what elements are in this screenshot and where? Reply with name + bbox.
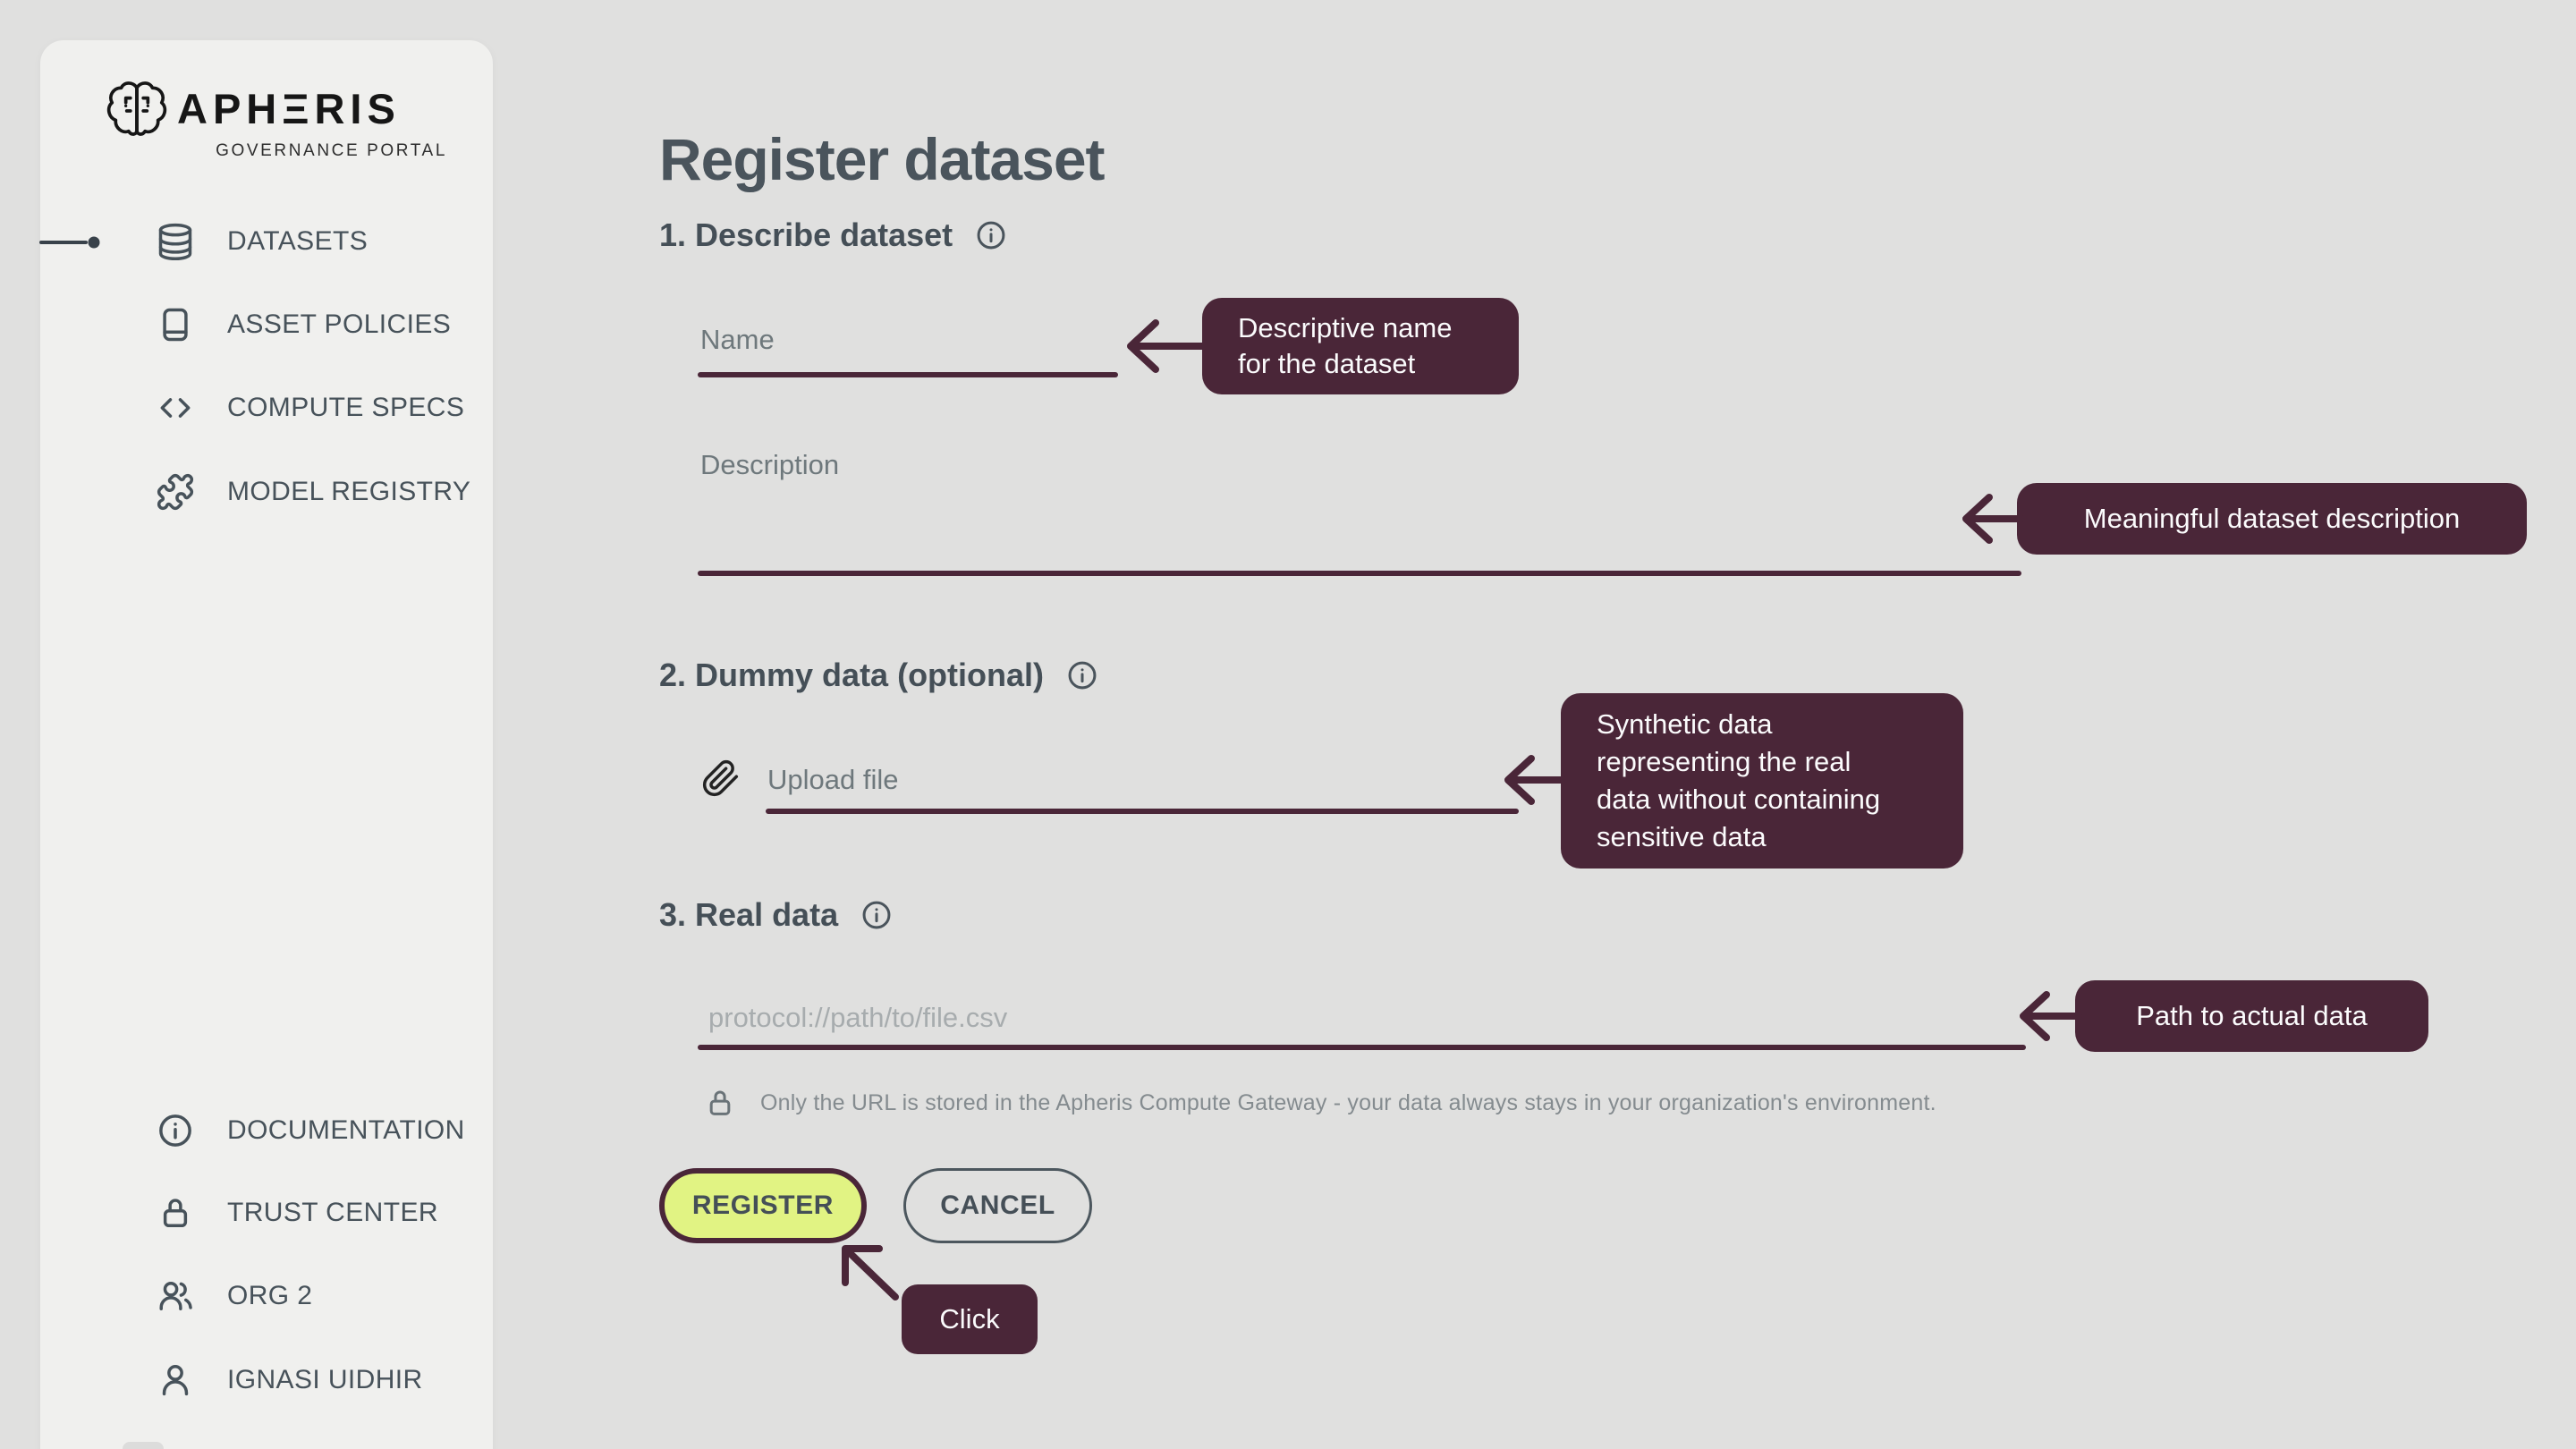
arrow-up-left-icon <box>842 1245 899 1301</box>
lock-icon <box>163 1199 188 1228</box>
sidebar-item-org-2[interactable]: ORG 2 <box>156 1269 312 1323</box>
partial-icon <box>123 1442 164 1449</box>
arrow-left-icon <box>2020 991 2082 1041</box>
paperclip-icon <box>702 759 739 797</box>
section-heading-real-data: 3. Real data <box>659 894 894 936</box>
sidebar-item-model-registry[interactable]: MODEL REGISTRY <box>156 465 470 519</box>
info-circle-icon[interactable] <box>1065 658 1099 692</box>
description-field-underline <box>698 571 2021 576</box>
info-circle-icon[interactable] <box>860 898 894 932</box>
arrow-left-icon <box>1962 494 2025 544</box>
real-data-path-input[interactable] <box>698 995 2026 1041</box>
name-field-label: Name <box>700 324 775 355</box>
section-heading-label: 2. Dummy data (optional) <box>659 657 1045 693</box>
section-heading-label: 1. Describe dataset <box>659 216 953 253</box>
tooltip-name: Descriptive name for the dataset <box>1202 298 1519 394</box>
code-icon <box>160 398 191 418</box>
section-heading-label: 3. Real data <box>659 896 839 933</box>
tooltip-click: Click <box>902 1284 1038 1354</box>
arrow-left-icon <box>1127 319 1208 373</box>
sidebar-item-user[interactable]: IGNASI UIDHIR <box>156 1353 423 1407</box>
cancel-button[interactable]: CANCEL <box>903 1168 1092 1243</box>
upload-file-label: Upload file <box>767 764 899 795</box>
real-data-underline <box>698 1045 2026 1050</box>
description-field-label: Description <box>700 449 840 480</box>
users-icon <box>159 1281 192 1311</box>
brand-logo: APHΞRIS GOVERNANCE PORTAL <box>104 77 453 175</box>
book-icon <box>163 308 188 342</box>
user-icon <box>162 1365 189 1396</box>
privacy-note-text: Only the URL is stored in the Apheris Co… <box>760 1089 1936 1115</box>
info-circle-icon[interactable] <box>974 218 1008 252</box>
name-field-underline <box>698 372 1118 377</box>
tooltip-real-data: Path to actual data <box>2075 980 2428 1052</box>
sidebar-item-label: ASSET POLICIES <box>227 309 452 339</box>
sidebar-item-label: ORG 2 <box>227 1281 313 1310</box>
sidebar-item-compute-specs[interactable]: COMPUTE SPECS <box>156 381 464 435</box>
arrow-left-icon <box>1504 755 1567 805</box>
tooltip-dummy-data: Synthetic data representing the real dat… <box>1561 693 1963 869</box>
brand-subtitle: GOVERNANCE PORTAL <box>216 141 447 160</box>
privacy-note: Only the URL is stored in the Apheris Co… <box>703 1086 1936 1120</box>
name-field[interactable]: Name <box>698 320 1118 377</box>
page-title: Register dataset <box>659 126 1106 193</box>
database-icon <box>158 223 192 260</box>
real-data-path-field[interactable] <box>698 995 2026 1050</box>
info-circle-icon <box>159 1114 191 1147</box>
sidebar-item-label: DOCUMENTATION <box>227 1115 465 1145</box>
sidebar-item-trust-center[interactable]: TRUST CENTER <box>156 1186 438 1240</box>
section-heading-dummy-data: 2. Dummy data (optional) <box>659 655 1099 696</box>
brand-wordmark: APHΞRIS <box>177 85 401 132</box>
register-button[interactable]: REGISTER <box>659 1168 867 1243</box>
sidebar-item-label: TRUST CENTER <box>227 1198 438 1227</box>
sidebar-item-label: MODEL REGISTRY <box>227 477 471 506</box>
sidebar-item-documentation[interactable]: DOCUMENTATION <box>156 1104 465 1157</box>
tooltip-description: Meaningful dataset description <box>2017 483 2527 555</box>
sidebar-item-label: DATASETS <box>227 226 369 256</box>
puzzle-icon <box>157 473 194 511</box>
lock-icon <box>709 1090 731 1115</box>
upload-file-control[interactable]: Upload file <box>698 755 1519 814</box>
sidebar-item-asset-policies[interactable]: ASSET POLICIES <box>156 298 451 352</box>
sidebar-item-label: COMPUTE SPECS <box>227 393 465 422</box>
section-heading-describe-dataset: 1. Describe dataset <box>659 215 1008 256</box>
brain-logo-icon <box>106 81 167 136</box>
upload-file-underline <box>766 809 1519 814</box>
sidebar-item-datasets[interactable]: DATASETS <box>156 215 368 268</box>
sidebar: APHΞRIS GOVERNANCE PORTAL DATASETS ASSET… <box>40 40 493 1449</box>
description-field[interactable]: Description <box>698 445 2021 576</box>
sidebar-item-label: IGNASI UIDHIR <box>227 1365 423 1394</box>
active-item-indicator <box>39 236 100 249</box>
